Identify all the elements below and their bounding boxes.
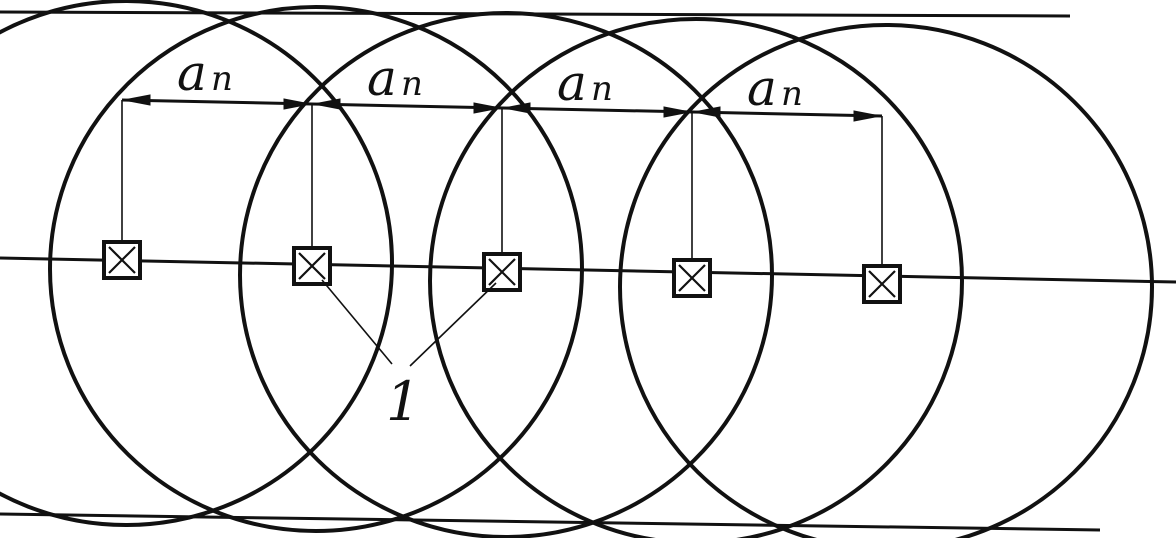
dimension-arrowhead-2 [283, 98, 311, 110]
center-axis-line [0, 256, 1176, 284]
coverage-circle-4 [428, 17, 964, 538]
spacing-subscript: n [591, 69, 613, 109]
spacing-subscript: n [781, 74, 803, 114]
dimension-arrowhead-6 [663, 106, 691, 118]
dimension-arrowhead-7 [693, 106, 721, 118]
source-marker-1 [102, 240, 142, 280]
dimension-arrowhead-8 [853, 110, 881, 122]
spacing-subscript: n [401, 64, 423, 104]
callout-label: 1 [386, 370, 420, 433]
coverage-circle-5 [618, 23, 1154, 538]
spacing-symbol: a [557, 54, 587, 112]
callout-line-left [321, 279, 393, 365]
dimension-line [121, 98, 883, 118]
dimension-arrowhead-3 [313, 98, 341, 110]
spacing-subscript: n [211, 59, 233, 99]
dimension-arrowhead-1 [123, 94, 151, 106]
callout-line-right [409, 282, 497, 367]
spacing-symbol: a [177, 44, 207, 102]
source-markers [102, 240, 902, 304]
source-marker-3 [482, 252, 522, 292]
spacing-dimension-line [121, 94, 883, 122]
bottom-boundary-line [0, 512, 1101, 532]
dimension-arrowhead-4 [473, 102, 501, 114]
leader-lines [121, 100, 883, 268]
spacing-symbol: a [747, 59, 777, 117]
source-marker-5 [862, 264, 902, 304]
dimension-arrowhead-5 [503, 102, 531, 114]
coverage-circle-1 [0, 0, 394, 527]
spacing-symbol: a [367, 49, 397, 107]
source-marker-4 [672, 258, 712, 298]
source-marker-2 [292, 246, 332, 286]
